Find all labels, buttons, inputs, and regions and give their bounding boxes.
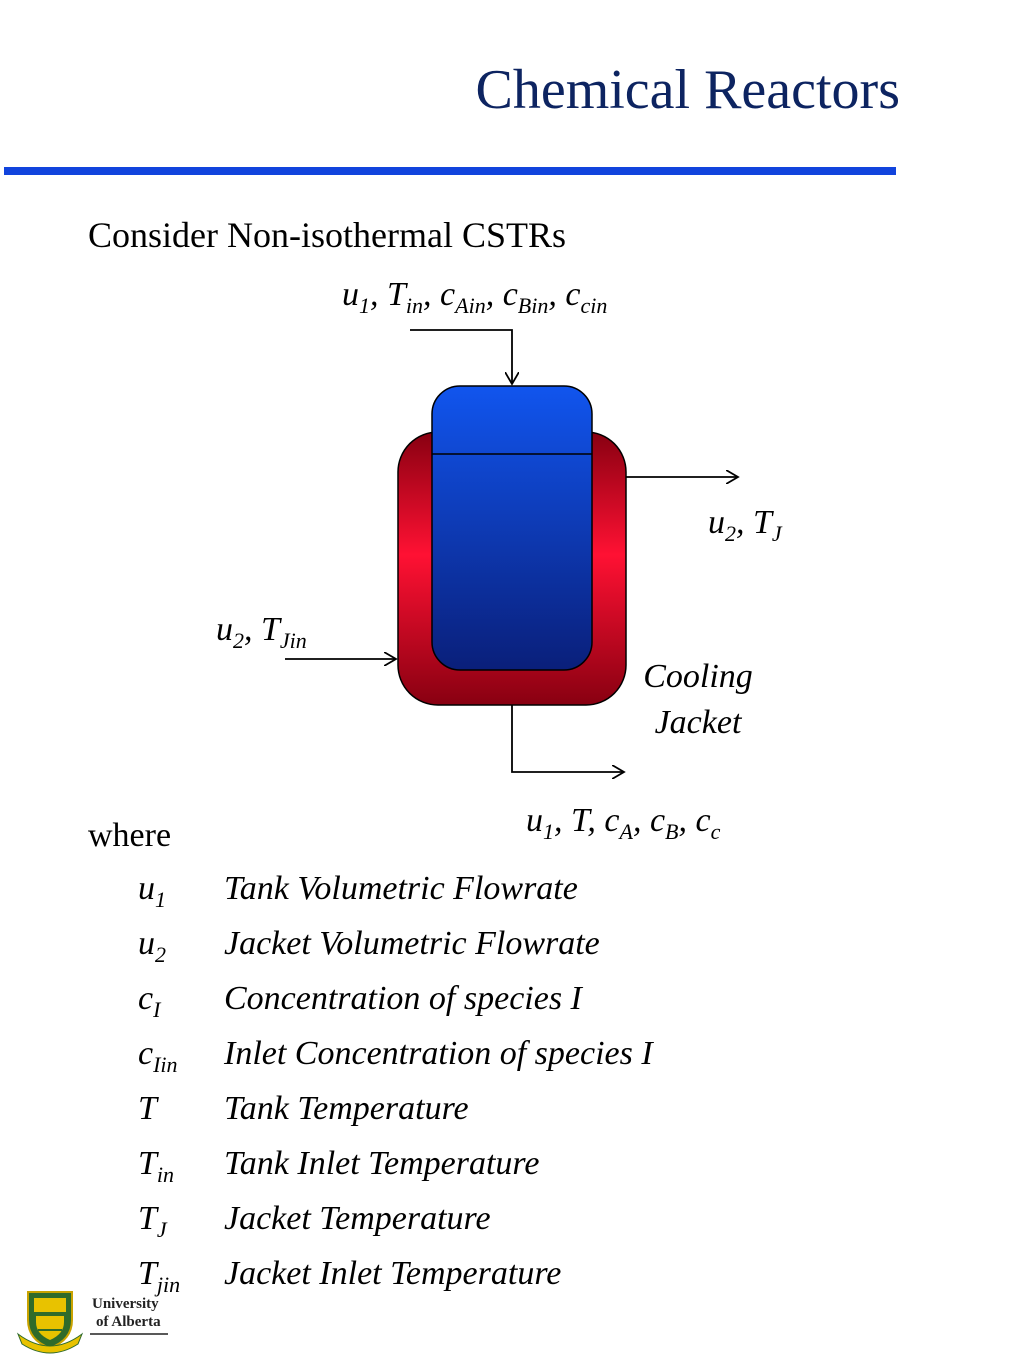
- title-underline: [4, 167, 896, 175]
- legend-description: Tank Temperature: [224, 1090, 469, 1127]
- legend-symbol: cIin: [138, 1035, 178, 1077]
- intro-text: Consider Non-isothermal CSTRs: [88, 215, 566, 255]
- legend-description: Tank Volumetric Flowrate: [224, 870, 578, 907]
- legend-symbol: Tjin: [138, 1255, 181, 1297]
- legend-description: Jacket Temperature: [224, 1200, 491, 1237]
- cooling-jacket-label-line2: Jacket: [654, 704, 742, 741]
- cooling-jacket-label: Cooling Jacket: [632, 654, 764, 746]
- jacket-inlet-label: u2, TJin: [216, 611, 307, 653]
- legend-description: Inlet Concentration of species I: [224, 1035, 653, 1072]
- legend-symbol: T: [138, 1090, 157, 1127]
- tank-outlet-arrow: [511, 705, 624, 772]
- legend-symbol: TJ: [138, 1200, 167, 1242]
- legend-description: Jacket Volumetric Flowrate: [224, 925, 600, 962]
- slide-title: Chemical Reactors: [475, 59, 900, 121]
- legend-description: Jacket Inlet Temperature: [224, 1255, 562, 1292]
- university-logo: University of Alberta: [16, 1291, 168, 1354]
- logo-text-line1: University: [92, 1296, 159, 1312]
- tank-outlet-label: u1, T, cA, cB, cc: [526, 802, 721, 844]
- where-label: where: [88, 817, 172, 854]
- tank-inlet-label: u1, Tin, cAin, cBin, ccin: [342, 276, 608, 318]
- legend-symbol: cI: [138, 980, 161, 1022]
- legend-description: Tank Inlet Temperature: [224, 1145, 540, 1182]
- legend-symbol: Tin: [138, 1145, 175, 1187]
- legend-symbol: u2: [138, 925, 166, 967]
- logo-text-line2: of Alberta: [96, 1314, 161, 1330]
- jacket-outlet-label: u2, TJ: [708, 504, 782, 546]
- tank-inlet-arrow: [410, 329, 512, 384]
- cooling-jacket-label-line1: Cooling: [643, 658, 753, 695]
- university-crest-icon: [16, 1291, 84, 1354]
- reactor-tank: [431, 385, 593, 671]
- legend-description: Concentration of species I: [224, 980, 582, 1017]
- legend-symbol: u1: [138, 870, 166, 912]
